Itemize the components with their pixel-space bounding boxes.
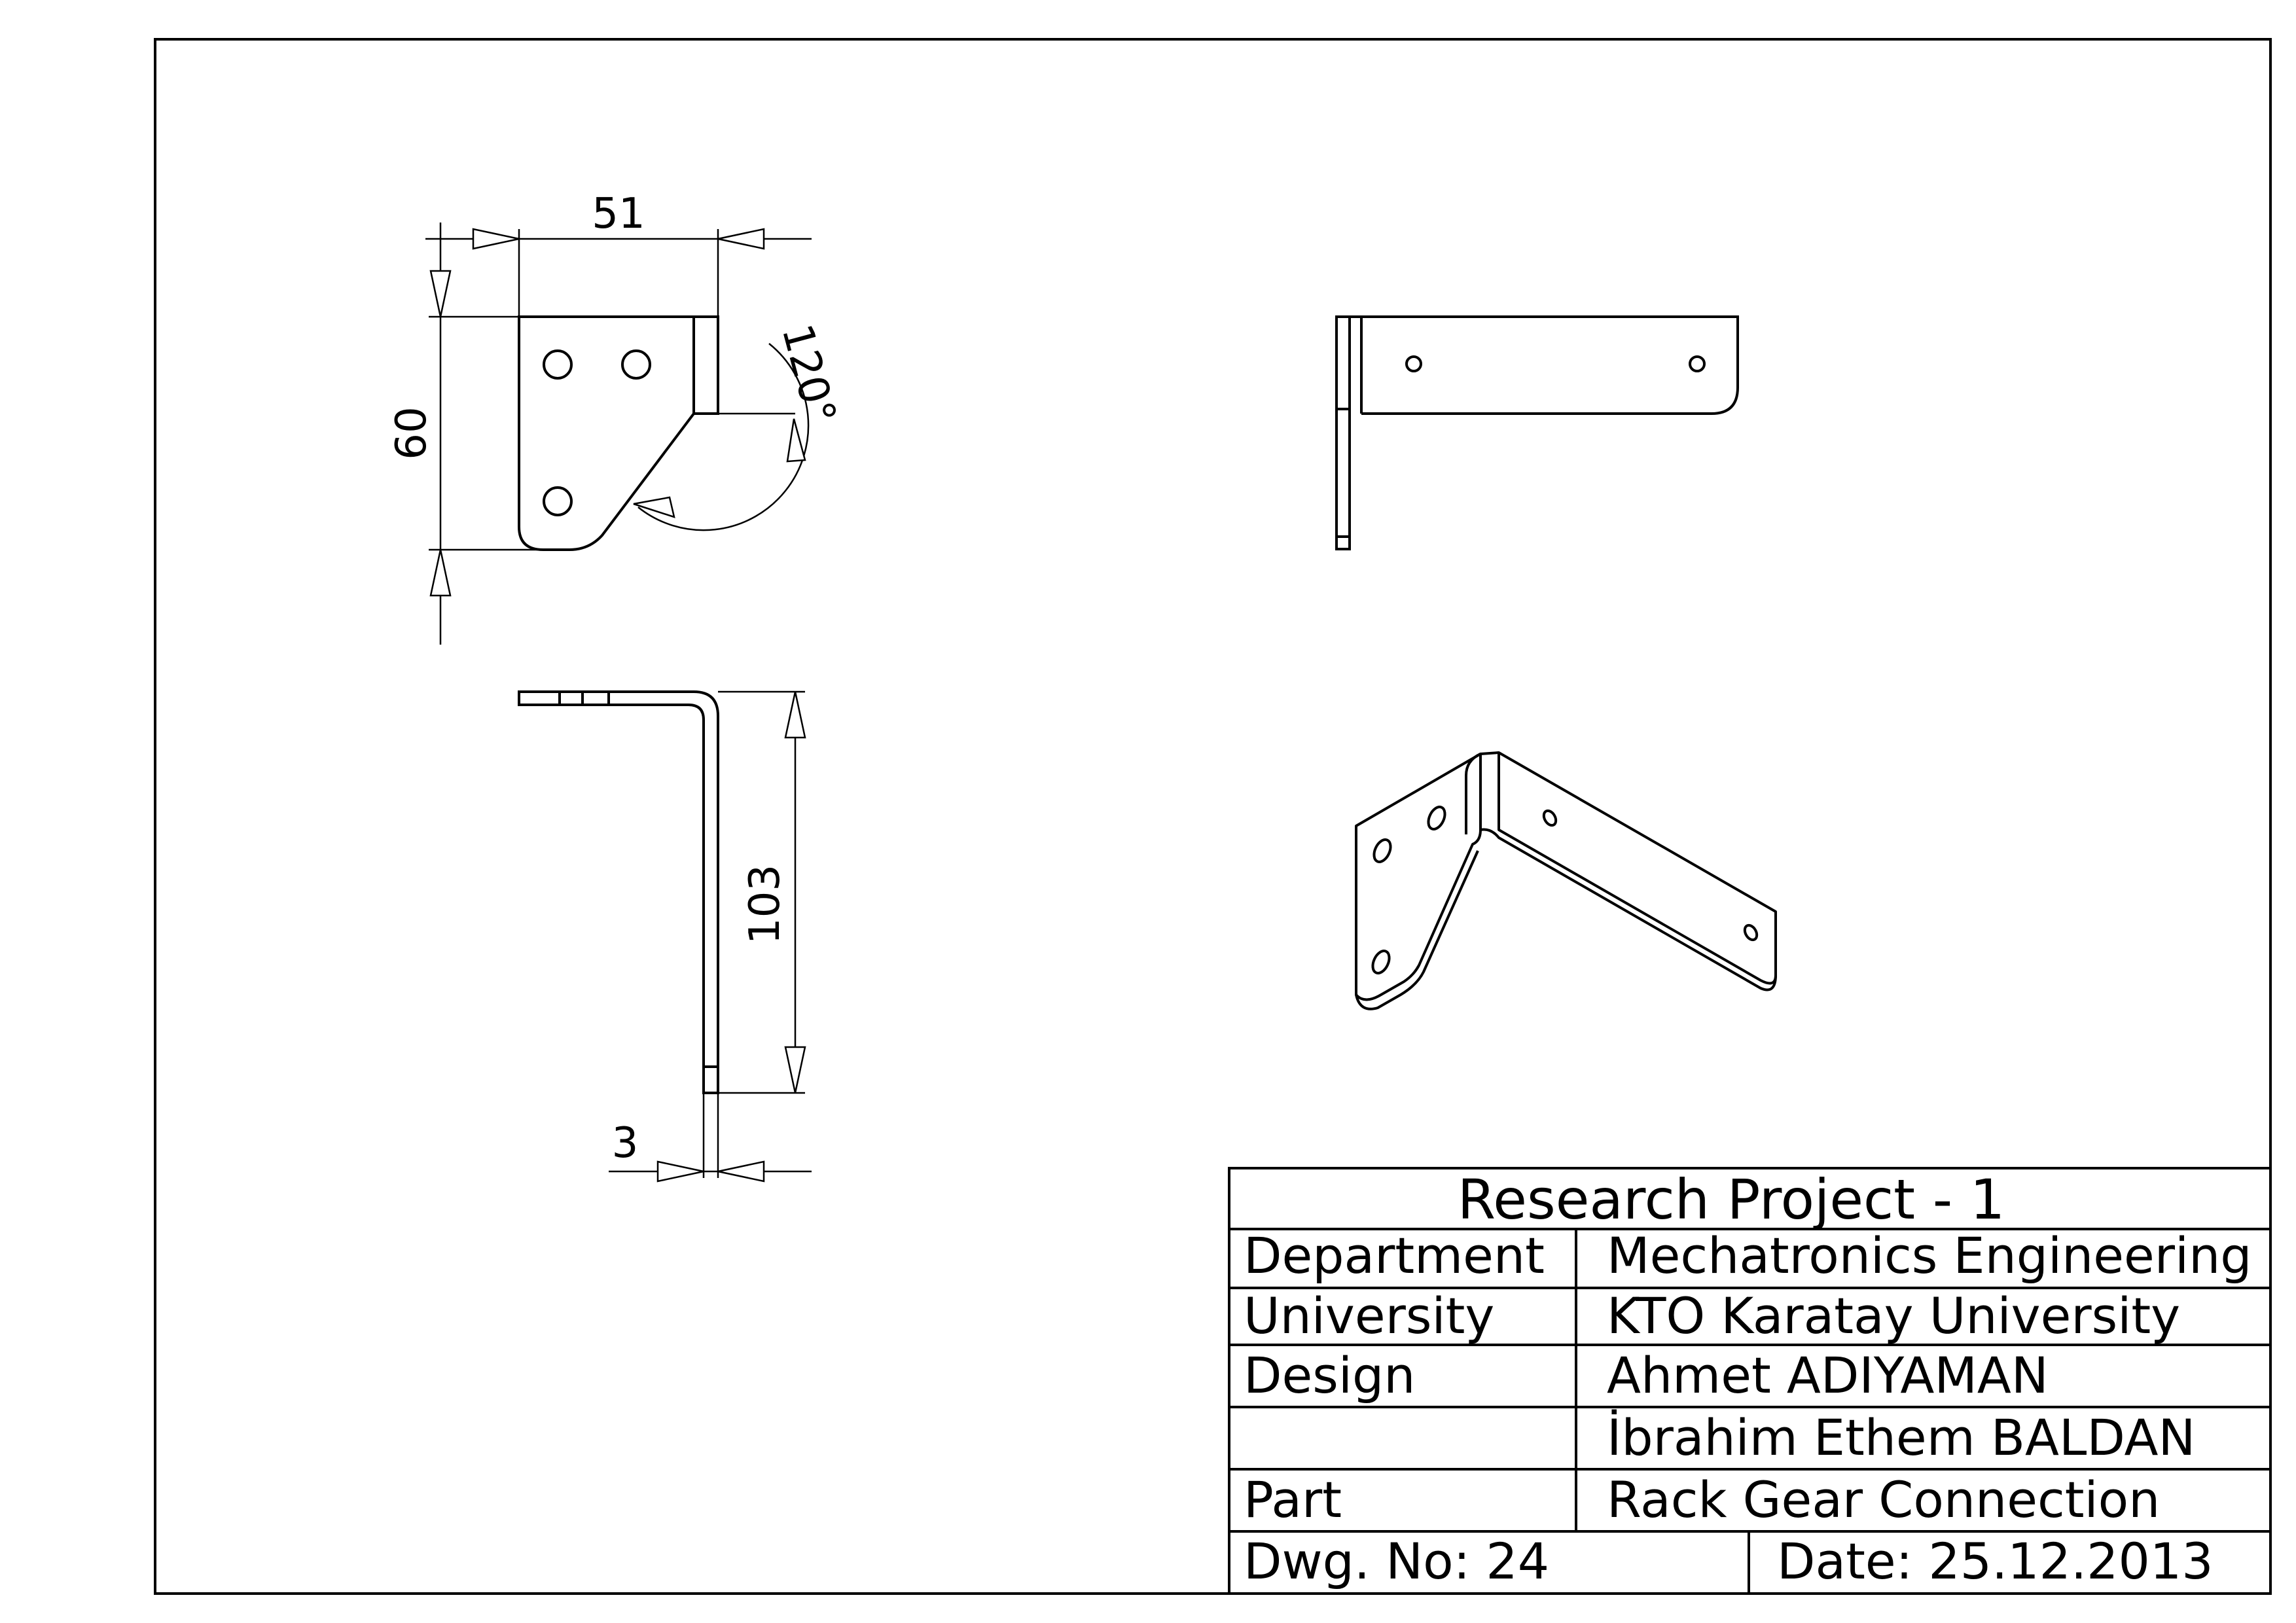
dimension-length	[718, 690, 806, 1094]
iso-vertical-plate	[1355, 753, 1482, 1001]
dimension-width-label: 51	[592, 190, 645, 238]
top-view-hole	[1405, 355, 1422, 372]
title-block-value-design-2: İbrahim Ethem BALDAN	[1607, 1408, 2195, 1467]
title-block-label-department: Department	[1244, 1226, 1545, 1285]
sheet-border	[154, 38, 2272, 1595]
dimension-height	[429, 223, 543, 645]
title-block-label-university: University	[1244, 1287, 1494, 1345]
title-block-date: Date: 25.12.2013	[1777, 1532, 2214, 1590]
dimension-thickness-label: 3	[612, 1119, 639, 1168]
dimension-width	[425, 228, 812, 317]
dimension-angle	[633, 343, 810, 531]
dimension-thickness	[609, 1093, 812, 1183]
title-block-value-part: Rack Gear Connection	[1607, 1471, 2160, 1529]
top-view	[1335, 315, 1739, 550]
iso-hole	[1427, 806, 1446, 830]
front-view-outline	[518, 315, 719, 551]
title-block-label-design: Design	[1244, 1346, 1415, 1404]
front-view-hole	[543, 349, 573, 380]
title-block-label-part: Part	[1244, 1471, 1342, 1529]
title-block-dwg-no: Dwg. No: 24	[1244, 1532, 1549, 1590]
title-block-value-design: Ahmet ADIYAMAN	[1607, 1346, 2049, 1404]
side-view-outline	[518, 690, 719, 1094]
front-view-hole	[621, 349, 651, 380]
dimension-height-label: 60	[387, 406, 436, 459]
front-view	[518, 315, 719, 551]
title-block-title: Research Project - 1	[1458, 1168, 2005, 1232]
dimension-length-label: 103	[741, 865, 789, 944]
iso-hole	[1371, 950, 1391, 974]
title-block	[1228, 1167, 2272, 1595]
title-block-value-department: Mechatronics Engineering	[1607, 1226, 2252, 1285]
iso-hole	[1542, 809, 1558, 827]
top-view-hole	[1689, 355, 1706, 372]
side-view	[518, 690, 719, 1094]
iso-hole	[1743, 923, 1759, 942]
isometric-view	[1355, 751, 1777, 1010]
front-view-hole	[543, 486, 573, 516]
top-view-flange	[1336, 315, 1739, 415]
iso-horizontal-flange	[1498, 751, 1777, 985]
title-block-value-university: KTO Karatay University	[1607, 1287, 2180, 1345]
iso-hole	[1372, 838, 1392, 863]
top-view-web	[1335, 315, 1351, 550]
